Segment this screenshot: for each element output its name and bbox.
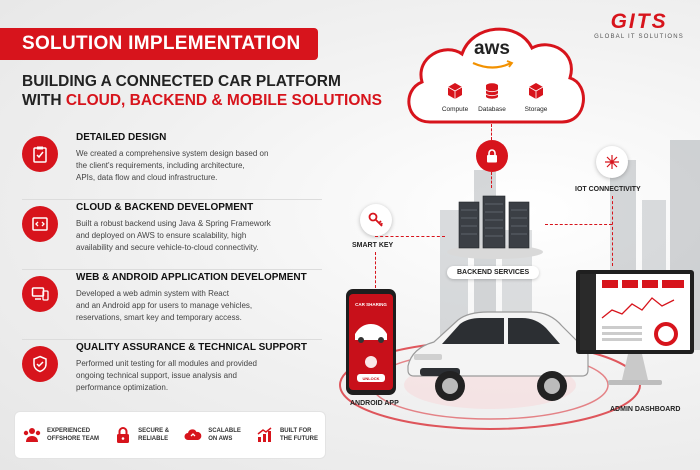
feature-label: SECURE & xyxy=(138,428,170,434)
section-desc-line: reservations, smart key and temporary ac… xyxy=(76,313,242,322)
feature-label: OFFSHORE TEAM xyxy=(47,436,100,442)
admin-dashboard-label: ADMIN DASHBOARD xyxy=(610,406,681,413)
cloud-icon xyxy=(183,425,203,445)
company-logo: GITS GLOBAL IT SOLUTIONS xyxy=(594,10,684,40)
section-desc-line: We created a comprehensive system design… xyxy=(76,149,269,158)
feature-label: BUILT FOR xyxy=(279,428,312,434)
cube-icon xyxy=(447,83,463,99)
lock-icon xyxy=(113,425,133,445)
section-desc-line: and an Android app for users to manage v… xyxy=(76,301,253,310)
section-desc-line: Performed unit testing for all modules a… xyxy=(76,359,257,368)
devices-icon xyxy=(22,276,58,312)
aws-smile-icon xyxy=(472,60,514,69)
admin-dashboard-monitor xyxy=(576,270,694,385)
section-desc-line: and deployed on AWS to ensure scalabilit… xyxy=(76,231,247,240)
section-title: WEB & ANDROID APPLICATION DEVELOPMENT xyxy=(76,272,307,283)
team-icon xyxy=(22,425,42,445)
aws-logo-text: aws xyxy=(474,38,510,59)
service-database: Database xyxy=(464,82,520,113)
feature-label: SCALABLE xyxy=(208,428,241,434)
section-desc-line: ongoing technical support, issue analysi… xyxy=(76,371,237,380)
section-title: CLOUD & BACKEND DEVELOPMENT xyxy=(76,202,254,213)
section-title: DETAILED DESIGN xyxy=(76,132,167,143)
connector-line xyxy=(375,252,376,288)
iot-label: IOT CONNECTIVITY xyxy=(575,186,641,193)
car-image xyxy=(407,311,589,401)
sections-list: DETAILED DESIGN We created a comprehensi… xyxy=(22,132,322,412)
smart-key-label: SMART KEY xyxy=(352,242,394,249)
growth-chart-icon xyxy=(255,425,275,445)
service-compute: Compute xyxy=(427,82,483,113)
page-headline: BUILDING A CONNECTED CAR PLATFORM WITH C… xyxy=(22,72,382,110)
section-desc-line: the client's requirements, including arc… xyxy=(76,161,245,170)
aws-cloud-shape xyxy=(407,27,585,124)
service-label: Database xyxy=(478,106,506,113)
key-icon xyxy=(360,204,392,236)
headline-line-1: BUILDING A CONNECTED CAR PLATFORM xyxy=(22,73,341,90)
section-desc-line: availability and secure vehicle-to-cloud… xyxy=(76,243,259,252)
divider xyxy=(22,339,322,340)
connector-line xyxy=(491,124,492,140)
logo-tagline: GLOBAL IT SOLUTIONS xyxy=(594,34,684,40)
code-window-icon xyxy=(22,206,58,242)
headline-line-2: WITH CLOUD, BACKEND & MOBILE SOLUTIONS xyxy=(22,91,382,110)
feature-label: RELIABLE xyxy=(138,436,169,442)
phone-header-text: CAR SHARING xyxy=(355,302,387,307)
section-detailed-design: DETAILED DESIGN We created a comprehensi… xyxy=(22,132,322,202)
headline-highlight: CLOUD, BACKEND & MOBILE SOLUTIONS xyxy=(65,92,382,109)
service-storage: Storage xyxy=(508,82,564,113)
android-app-label: ANDROID APP xyxy=(350,400,399,407)
section-desc-line: Developed a web admin system with React xyxy=(76,289,229,298)
connector-line xyxy=(612,196,613,266)
connector-line xyxy=(545,224,612,225)
shield-check-icon xyxy=(22,346,58,382)
section-cloud-backend: CLOUD & BACKEND DEVELOPMENT Built a robu… xyxy=(22,202,322,272)
backend-services-label: BACKEND SERVICES xyxy=(447,266,540,279)
section-quality-assurance: QUALITY ASSURANCE & TECHNICAL SUPPORT Pe… xyxy=(22,342,322,412)
connector-line xyxy=(491,172,492,188)
section-badge: SOLUTION IMPLEMENTATION xyxy=(0,28,318,60)
feature-secure: SECURE & RELIABLE xyxy=(113,425,169,445)
section-desc-line: APIs, data flow and cloud infrastructure… xyxy=(76,173,218,182)
feature-label: EXPERIENCED xyxy=(47,428,91,434)
section-web-android: WEB & ANDROID APPLICATION DEVELOPMENT De… xyxy=(22,272,322,342)
feature-label: THE FUTURE xyxy=(279,436,318,442)
section-desc-line: Built a robust backend using Java & Spri… xyxy=(76,219,271,228)
service-label: Compute xyxy=(441,106,469,113)
lock-icon xyxy=(476,140,508,172)
server-rack-image xyxy=(447,195,543,259)
feature-team: EXPERIENCED OFFSHORE TEAM xyxy=(22,425,99,445)
features-bar: EXPERIENCED OFFSHORE TEAM SECURE & RELIABL… xyxy=(14,411,326,459)
database-icon xyxy=(485,83,499,99)
feature-label: ON AWS xyxy=(208,436,233,442)
clipboard-icon xyxy=(22,136,58,172)
cube-icon xyxy=(528,83,544,99)
section-desc-line: performance optimization. xyxy=(76,383,169,392)
divider xyxy=(22,269,322,270)
service-label: Storage xyxy=(524,106,548,113)
headline-prefix: WITH xyxy=(22,92,66,109)
phone-unlock-text: UNLOCK xyxy=(362,376,379,381)
iot-network-icon xyxy=(596,146,628,178)
feature-scalable: SCALABLE ON AWS xyxy=(183,425,241,445)
divider xyxy=(22,199,322,200)
logo-wordmark: GITS xyxy=(610,10,668,33)
connector-line xyxy=(375,236,445,237)
feature-future: BUILT FOR THE FUTURE xyxy=(255,425,318,445)
section-title: QUALITY ASSURANCE & TECHNICAL SUPPORT xyxy=(76,342,307,353)
android-phone-image: CAR SHARING UNLOCK xyxy=(346,289,396,395)
